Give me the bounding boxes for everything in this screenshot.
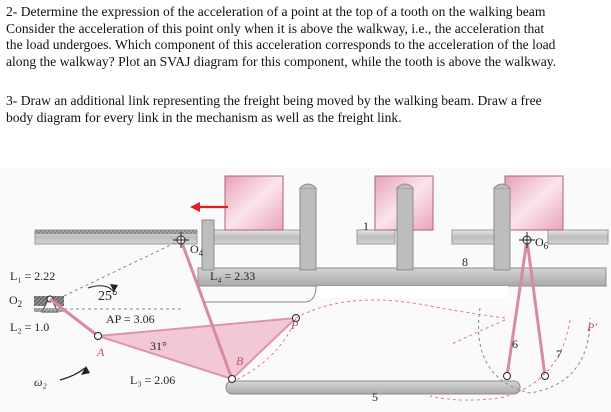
rocker-link-4 bbox=[179, 239, 234, 380]
label-l3: L₃ = 2.06 bbox=[130, 373, 175, 387]
pivot-o6 bbox=[519, 232, 535, 248]
rocker-link-6 bbox=[505, 239, 547, 377]
coupler-triangle-link bbox=[97, 316, 299, 381]
label-l4: L₄ = 2.33 bbox=[210, 269, 255, 283]
ground-pivot-left-bottom bbox=[34, 308, 64, 312]
label-link-8: 8 bbox=[462, 255, 468, 269]
label-o4: O4 bbox=[190, 242, 204, 258]
problem-2-text: 2- Determine the expression of the accel… bbox=[6, 4, 606, 70]
label-l2: L₂ = 1.0 bbox=[10, 320, 49, 334]
label-b: B bbox=[236, 354, 244, 368]
problem-3-text: 3- Draw an additional link representing … bbox=[6, 93, 606, 126]
label-o6: O6 bbox=[535, 235, 549, 251]
label-o2: O2 bbox=[9, 293, 22, 309]
figure-labels: O4 O6 O2 L₁ = 2.22 L₂ = 1.0 L₃ = 2.06 L₄… bbox=[9, 219, 597, 404]
ground-dashed-lines bbox=[63, 239, 182, 310]
walking-beam-link bbox=[197, 183, 607, 303]
problem-2-line-4: along the walkway? Plot an SVAJ diagram … bbox=[6, 53, 557, 69]
problem-3-line-2: body diagram for every link in the mecha… bbox=[6, 109, 402, 125]
walking-beam-figure: O4 O6 O2 L₁ = 2.22 L₂ = 1.0 L₃ = 2.06 L₄… bbox=[0, 168, 611, 412]
label-l1: L₁ = 2.22 bbox=[10, 269, 55, 283]
label-angle-25: 25° bbox=[98, 289, 118, 304]
label-link-1: 1 bbox=[363, 219, 369, 233]
label-p: P bbox=[290, 318, 299, 332]
walkway bbox=[34, 229, 609, 245]
label-omega2: ω₂ bbox=[34, 375, 47, 389]
crank-path-dashed bbox=[59, 307, 591, 394]
label-a: A bbox=[96, 345, 105, 359]
problem-3-line-1: 3- Draw an additional link representing … bbox=[6, 93, 542, 108]
motion-direction-arrow bbox=[190, 202, 228, 212]
freight-boxes bbox=[224, 175, 564, 231]
label-link-6: 6 bbox=[512, 337, 518, 351]
joints bbox=[94, 314, 549, 383]
problem-2-line-2: Consider the acceleration of this point … bbox=[6, 20, 545, 36]
label-link-5: 5 bbox=[372, 390, 378, 404]
pivot-o4 bbox=[173, 232, 189, 248]
coupler-curve-paths bbox=[235, 299, 571, 401]
crank-link bbox=[49, 297, 99, 338]
angle-25-arc bbox=[87, 284, 118, 293]
label-p-prime: P' bbox=[586, 320, 597, 334]
problem-2-line-1: 2- Determine the expression of the accel… bbox=[6, 4, 546, 19]
label-link-7: 7 bbox=[556, 347, 562, 361]
label-ap: AP = 3.06 bbox=[106, 312, 155, 326]
problem-2-line-3: the load undergoes. Which component of t… bbox=[6, 37, 556, 53]
lower-bar-link bbox=[225, 380, 521, 395]
label-angle-31: 31° bbox=[150, 339, 167, 353]
